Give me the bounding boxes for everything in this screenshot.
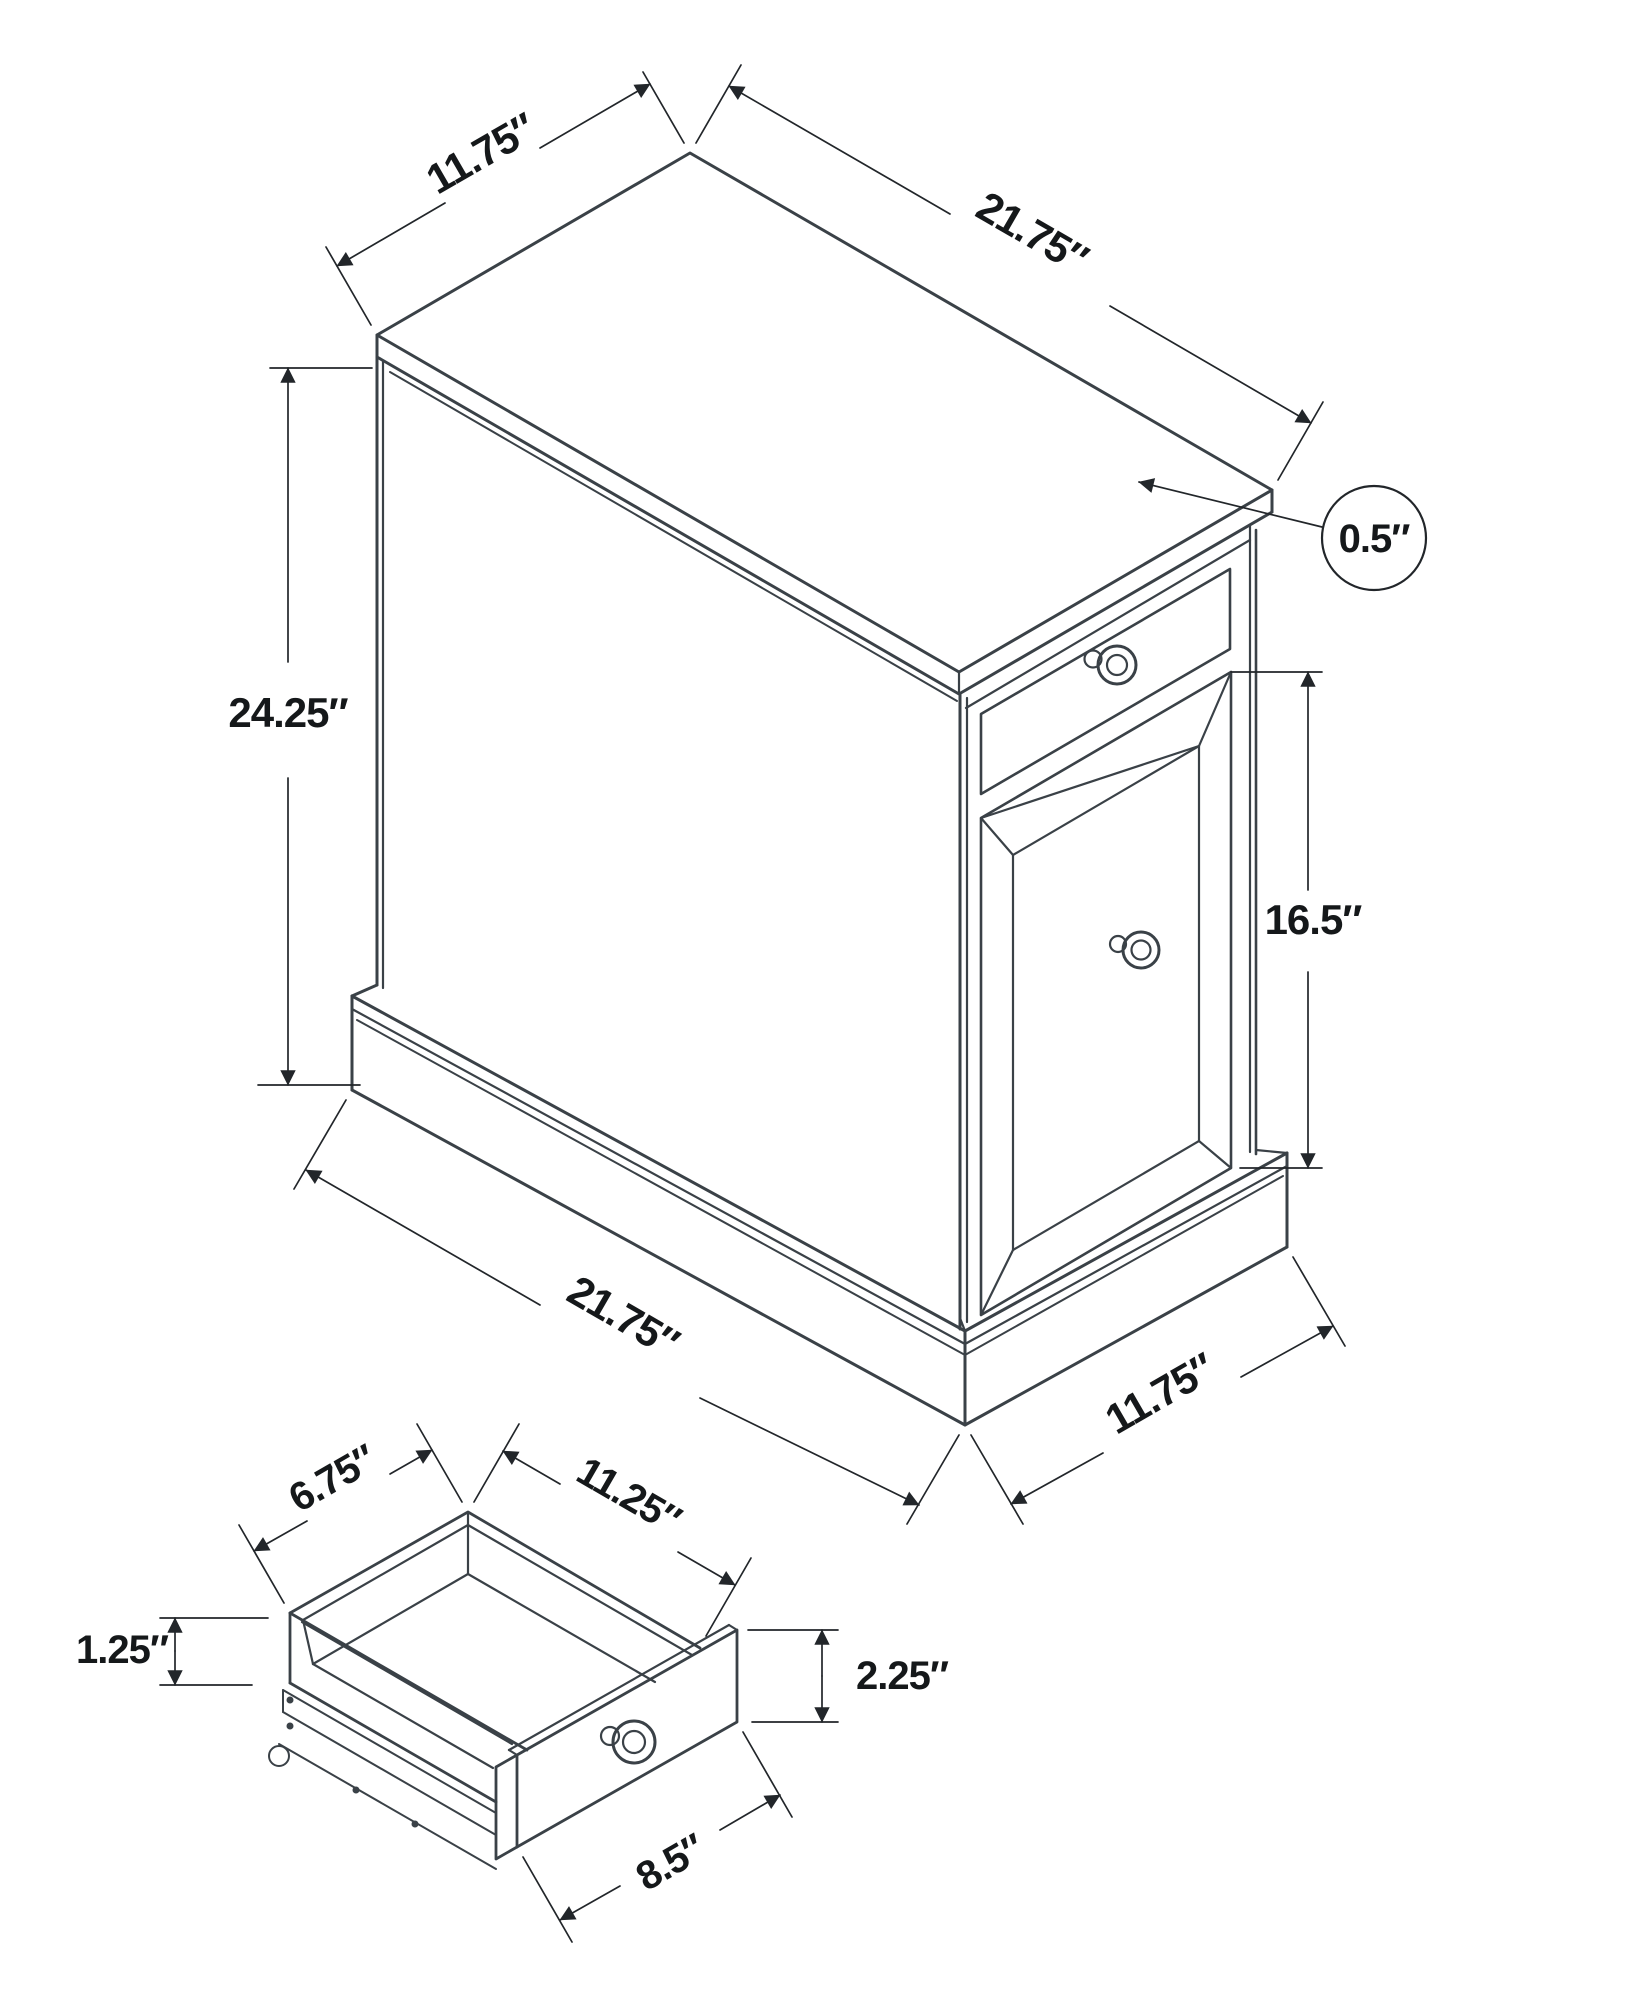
plinth-base [350, 994, 1289, 1427]
drawer-front-panel [494, 1623, 739, 1861]
dim-label-top-depth: 11.75″ [418, 103, 544, 203]
dim-label-drawer-depth: 6.75″ [282, 1436, 384, 1521]
dim-top-length: 21.75″ [695, 64, 1324, 481]
door-knob [1108, 930, 1161, 970]
dim-label-top-thickness: 0.5″ [1339, 517, 1411, 561]
dim-drawer-side-height: 1.25″ [76, 1617, 269, 1686]
cabinet-door [979, 670, 1233, 1317]
dim-drawer-front-width: 8.5″ [522, 1731, 793, 1943]
drawer-drawing: 6.75″ 11.25″ 1.25″ 2.25″ [76, 1423, 950, 1943]
dim-label-door-height: 16.5″ [1265, 896, 1363, 943]
drawer-box [288, 1510, 702, 1804]
cabinet-left-side [350, 355, 958, 998]
dim-base-length: 21.75″ [293, 1099, 960, 1525]
dim-label-drawer-width: 11.25″ [569, 1449, 688, 1543]
drawer-slide-rail [268, 1689, 497, 1870]
dim-drawer-depth: 6.75″ [238, 1423, 463, 1604]
drawer-knob [1083, 644, 1138, 686]
thickness-callout-circle [1320, 484, 1428, 592]
dim-drawer-width: 11.25″ [473, 1423, 752, 1637]
dim-label-base-length: 21.75″ [560, 1266, 688, 1367]
dim-top-depth: 11.75″ [325, 71, 685, 326]
dim-label-overall-height: 24.25″ [228, 689, 348, 736]
slide-rail-roller [268, 1745, 290, 1767]
cabinet-posts [958, 524, 1289, 1333]
dim-label-base-depth: 11.75″ [1097, 1343, 1223, 1443]
cabinet-drawer-front [979, 567, 1232, 796]
drawer-pull-knob [599, 1719, 657, 1765]
dim-door-height: 16.5″ [1230, 671, 1363, 1169]
dim-drawer-front-height: 2.25″ [747, 1629, 950, 1723]
tabletop [375, 151, 1274, 696]
dim-label-drawer-side-height: 1.25″ [76, 1628, 169, 1672]
dim-label-drawer-front-width: 8.5″ [629, 1826, 713, 1900]
dim-label-top-length: 21.75″ [969, 182, 1097, 283]
cabinet-drawing: 11.75″ 21.75″ 0.5″ 24.25″ [228, 64, 1428, 1525]
dim-overall-height: 24.25″ [228, 367, 373, 1086]
dim-top-thickness: 0.5″ [1138, 478, 1428, 592]
dim-label-drawer-front-height: 2.25″ [856, 1654, 949, 1698]
